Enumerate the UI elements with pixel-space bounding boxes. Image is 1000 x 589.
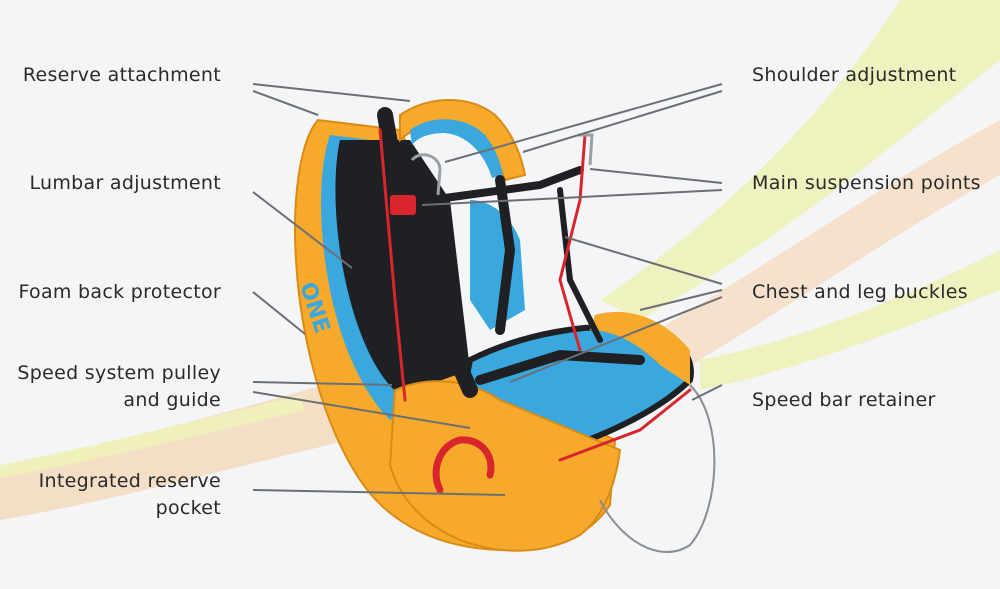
label-lumbar-adjustment: Lumbar adjustment — [29, 170, 221, 197]
harness-red-details — [378, 128, 692, 494]
red-speed-line — [378, 128, 407, 402]
label-integrated-reserve-line2: pocket — [155, 497, 221, 519]
leader-reserve-attachment-2 — [252, 90, 319, 116]
label-integrated-reserve-pocket: Integrated reserve pocket — [39, 468, 221, 522]
leader-integrated-reserve — [252, 489, 506, 496]
label-foam-back-protector: Foam back protector — [18, 279, 221, 306]
strap-right — [495, 175, 516, 335]
strap-diagonal — [557, 187, 603, 343]
strap-left-shoulder — [377, 107, 478, 398]
leader-speed-pulley-1 — [252, 381, 393, 386]
label-shoulder-adjustment-text: Shoulder adjustment — [752, 64, 957, 86]
red-carabiner-right — [558, 133, 587, 352]
carabiner-left — [410, 153, 442, 196]
leader-speed-bar-retainer — [691, 384, 723, 401]
band-yellow-left — [0, 395, 305, 478]
red-speedbar-line — [558, 388, 692, 462]
leader-chest-leg-3 — [509, 296, 723, 383]
label-speed-bar-retainer: Speed bar retainer — [752, 387, 936, 414]
harness-seat-rim — [590, 311, 690, 385]
leader-lines — [252, 83, 723, 496]
label-speed-bar-retainer-text: Speed bar retainer — [752, 389, 936, 411]
label-reserve-attachment-text: Reserve attachment — [22, 64, 221, 86]
leader-chest-leg-1 — [564, 236, 723, 285]
label-integrated-reserve-line1: Integrated reserve — [38, 470, 221, 492]
leader-lumbar-adjustment — [252, 191, 353, 269]
label-speed-system-pulley-line1: Speed system pulley — [17, 362, 221, 384]
leader-shoulder-adjustment-2 — [522, 90, 723, 153]
label-foam-back-protector-text: Foam back protector — [18, 281, 221, 303]
label-lumbar-adjustment-text: Lumbar adjustment — [29, 172, 221, 194]
leader-main-suspension-2 — [421, 189, 723, 206]
leader-speed-pulley-2 — [252, 391, 471, 429]
leader-foam-back-protector — [252, 291, 306, 335]
leader-main-suspension-1 — [589, 168, 723, 184]
carabiner-right — [578, 133, 594, 166]
leader-chest-leg-2 — [639, 289, 723, 311]
label-shoulder-adjustment: Shoulder adjustment — [752, 62, 956, 89]
label-speed-system-pulley-line2: and guide — [123, 389, 221, 411]
speed-bar-wire — [599, 384, 716, 554]
red-reserve-handle — [432, 436, 495, 494]
label-reserve-attachment: Reserve attachment — [23, 62, 221, 89]
strap-leg — [475, 349, 645, 385]
harness-straps — [377, 107, 645, 398]
harness-carabiners — [410, 133, 594, 196]
leader-reserve-attachment-1 — [252, 83, 411, 102]
label-main-suspension-points: Main suspension points — [752, 170, 981, 197]
label-chest-leg-buckles: Chest and leg buckles — [752, 279, 968, 306]
label-main-suspension-points-text: Main suspension points — [752, 172, 981, 194]
label-speed-system-pulley: Speed system pulley and guide — [17, 360, 221, 414]
red-buckle — [390, 195, 416, 215]
leader-shoulder-adjustment-1 — [444, 83, 723, 163]
harness-shoulder-blue — [410, 119, 503, 178]
label-chest-leg-buckles-text: Chest and leg buckles — [752, 281, 968, 303]
strap-chest — [426, 166, 584, 204]
band-yellow-right — [700, 250, 1000, 390]
band-yellow-upper — [600, 0, 1000, 320]
